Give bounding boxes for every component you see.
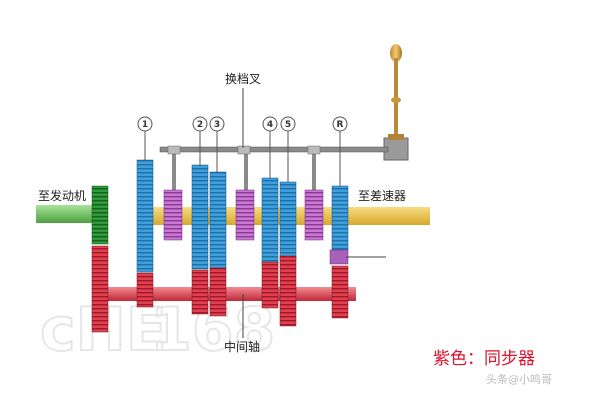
gear-number-2: 2 xyxy=(197,120,203,130)
counter-gears xyxy=(136,255,349,327)
gear-number-markers: 1 2 3 4 5 R xyxy=(137,116,348,186)
countershaft-label: 中间轴 xyxy=(224,339,260,354)
watermark: cHE 168 xyxy=(39,294,276,366)
counter-gear-1 xyxy=(136,272,154,308)
input-shaft xyxy=(36,205,106,223)
synchronizer-2 xyxy=(235,189,255,241)
gear-3 xyxy=(209,171,227,269)
gear-number-r: R xyxy=(337,120,344,130)
gear-number-5: 5 xyxy=(285,120,291,130)
counter-gear-4 xyxy=(261,261,279,309)
synchronizer-1 xyxy=(163,189,183,241)
counter-gear-5 xyxy=(279,255,297,327)
gear-r xyxy=(331,185,349,251)
input-gear xyxy=(91,185,109,245)
to-differential-label: 至差速器 xyxy=(358,189,406,203)
gear-number-4: 4 xyxy=(267,120,273,130)
shift-rods xyxy=(159,88,389,192)
legend-synchronizer: 紫色：同步器 xyxy=(433,349,535,369)
shift-fork-label: 换档叉 xyxy=(225,72,261,86)
counter-gear-2 xyxy=(191,269,209,315)
watermark-site: 头条@小鸣哥 xyxy=(486,372,552,386)
gear-number-3: 3 xyxy=(214,120,220,130)
gear-5 xyxy=(279,181,297,261)
shift-lever xyxy=(383,44,409,161)
to-engine-label: 至发动机 xyxy=(38,188,86,203)
gear-number-1: 1 xyxy=(142,120,148,130)
synchronizers xyxy=(163,189,324,241)
reverse-idler xyxy=(329,249,349,265)
counter-gear-r xyxy=(331,265,349,319)
gear-2 xyxy=(191,164,209,270)
gear-4 xyxy=(261,177,279,265)
counter-gear-3 xyxy=(209,267,227,317)
synchronizer-3 xyxy=(304,189,324,241)
main-gears xyxy=(136,159,349,273)
countershaft-drive-gear xyxy=(91,245,109,333)
gear-1 xyxy=(136,159,154,273)
